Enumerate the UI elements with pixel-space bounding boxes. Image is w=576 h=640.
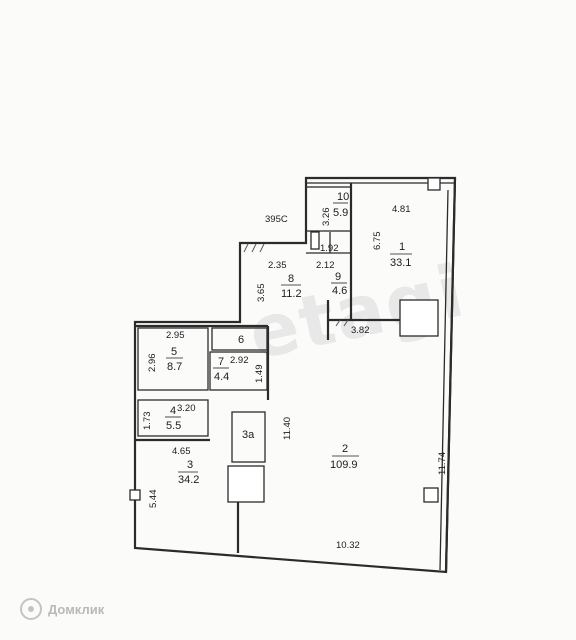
interior-walls (129, 177, 441, 553)
room-area: 11.2 (281, 288, 302, 300)
dimension: 3.26 (321, 208, 332, 227)
outer-walls (133, 176, 457, 574)
dimension: 1.73 (142, 412, 153, 431)
room-area: 8.7 (167, 361, 182, 373)
room-number: 2 (342, 443, 348, 455)
dimension: 11.40 (282, 417, 293, 440)
room-area: 5.9 (333, 207, 348, 219)
room-number: 6 (238, 334, 244, 346)
brand: Домклик (20, 598, 104, 620)
room-area: 4.4 (214, 371, 229, 383)
dimension-labels: 4.81 6.75 3.26 1.92 2.35 2.12 3.65 3.82 … (142, 204, 448, 551)
room-number: 3a (242, 429, 255, 441)
dimension: 2.92 (230, 355, 249, 366)
dimension: 4.65 (172, 446, 191, 457)
brand-name: Домклик (48, 601, 105, 617)
dimension: 11.74 (437, 452, 448, 475)
dimension: 2.95 (166, 330, 185, 341)
room-number: 4 (170, 405, 176, 417)
room-number: 5 (171, 346, 177, 358)
room-area: 5.5 (166, 420, 181, 432)
room-number: 10 (337, 191, 349, 203)
dimension: 2.35 (268, 260, 287, 271)
dimension: 4.81 (392, 204, 411, 215)
domclick-logo-icon (20, 598, 42, 620)
dimension: 3.82 (351, 325, 370, 336)
dimension: 10.32 (336, 540, 360, 551)
code-label: 395C (265, 214, 288, 225)
dimension: 1.92 (320, 243, 339, 254)
room-number: 7 (218, 356, 224, 368)
dimension: 2.96 (147, 354, 158, 373)
dimension: 3.65 (256, 284, 267, 303)
room-area: 4.6 (332, 285, 347, 297)
dimension: 5.44 (148, 490, 159, 509)
dimension: 1.49 (254, 365, 265, 384)
dimension: 2.12 (316, 260, 335, 271)
dimension: 6.75 (372, 232, 383, 251)
room-area: 109.9 (330, 459, 358, 471)
room-number: 3 (187, 459, 193, 471)
room-number: 8 (288, 273, 294, 285)
room-area: 34.2 (178, 474, 199, 486)
room-number: 9 (335, 271, 341, 283)
room-labels: 10 5.9 1 33.1 2 109.9 3 34.2 3a 4 5.5 5 … (165, 191, 412, 486)
room-number: 1 (399, 241, 405, 253)
dimension: 3.20 (177, 403, 196, 414)
room-area: 33.1 (390, 257, 411, 269)
